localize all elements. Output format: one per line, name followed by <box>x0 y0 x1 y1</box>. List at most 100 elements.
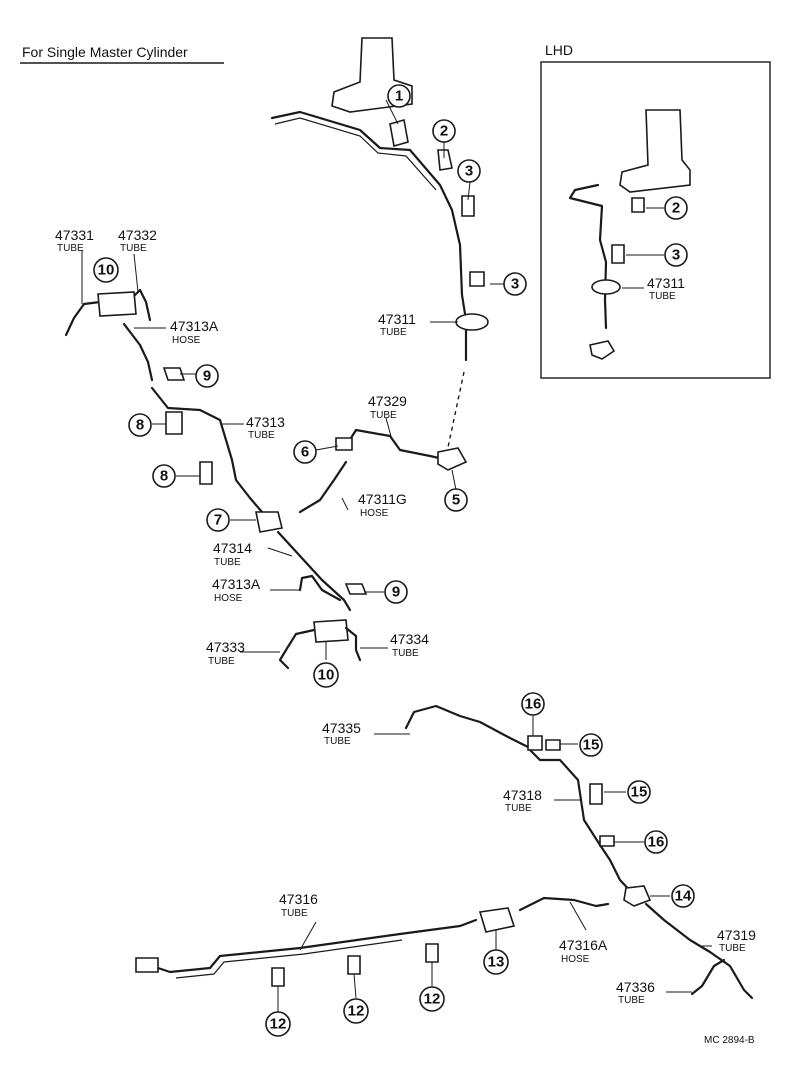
lhd-inset: LHD <box>540 42 771 379</box>
clip-9b-part <box>344 583 368 595</box>
clip-12b-part <box>347 955 361 975</box>
label-47334-num: 47334 <box>390 631 429 647</box>
label-47318-num: 47318 <box>503 787 542 803</box>
lhd-tube-47311 <box>568 183 608 330</box>
label-47311-lhd-num: 47311 <box>647 275 685 291</box>
callout-6: 6 <box>293 440 317 464</box>
junction-10-bottom <box>313 619 349 643</box>
hose-47316A <box>518 896 610 912</box>
svg-text:7: 7 <box>214 512 222 529</box>
clip-12c-part <box>425 943 439 963</box>
callout-12a: 12 <box>265 1011 291 1037</box>
label-47313A-bottom-num: 47313A <box>212 576 261 592</box>
tube-47333 <box>278 628 316 670</box>
inset-title: LHD <box>545 42 573 58</box>
lhd-union <box>589 340 616 360</box>
label-47329-type: TUBE <box>370 410 397 421</box>
callout-9b: 9 <box>384 580 408 604</box>
label-47316-num: 47316 <box>279 891 318 907</box>
svg-text:3: 3 <box>511 276 519 293</box>
svg-text:1: 1 <box>395 88 403 105</box>
svg-text:12: 12 <box>270 1016 287 1033</box>
hose-47313A-top <box>122 322 154 382</box>
label-47335-num: 47335 <box>322 720 361 736</box>
label-47319-num: 47319 <box>717 927 756 943</box>
callout-15b: 15 <box>627 780 651 804</box>
callout-3b: 3 <box>503 272 527 296</box>
three-way-7 <box>255 511 283 533</box>
tube-47335 <box>404 704 532 750</box>
label-47313-type: TUBE <box>248 430 275 441</box>
tube-47314 <box>276 530 352 612</box>
union-rear-left <box>135 957 159 973</box>
svg-text:9: 9 <box>203 368 211 385</box>
drawing-code: MC 2894-B <box>704 1035 755 1046</box>
svg-text:12: 12 <box>424 991 441 1008</box>
label-47329-num: 47329 <box>368 393 407 409</box>
callout-10a: 10 <box>93 257 119 283</box>
tube-47318 <box>528 748 636 897</box>
callout-14: 14 <box>671 884 695 908</box>
joint-14 <box>623 885 652 907</box>
clip-12a-part <box>271 967 285 987</box>
svg-text:3: 3 <box>672 247 680 264</box>
label-47316A-num: 47316A <box>559 937 608 953</box>
callout-12c: 12 <box>419 986 445 1012</box>
label-47311-lhd-type: TUBE <box>649 291 676 302</box>
svg-text:10: 10 <box>318 667 335 684</box>
leader-lines <box>81 99 712 1012</box>
label-47335-type: TUBE <box>324 736 351 747</box>
label-47311-num: 47311 <box>378 311 416 327</box>
svg-text:13: 13 <box>488 954 505 971</box>
svg-text:8: 8 <box>160 468 168 485</box>
label-47336-type: TUBE <box>618 995 645 1006</box>
bracket-8a <box>165 411 183 435</box>
svg-text:16: 16 <box>525 696 542 713</box>
lhd-clip-3 <box>611 244 625 264</box>
clip-9a-part <box>162 367 186 381</box>
bracket-13-part <box>478 907 516 933</box>
tube-47311-inner <box>274 117 437 191</box>
inset-frame <box>540 61 771 379</box>
label-47319-type: TUBE <box>719 943 746 954</box>
callout-15a: 15 <box>579 733 603 757</box>
label-47314-type: TUBE <box>214 557 241 568</box>
hose-47313A-bottom <box>298 574 342 602</box>
tube-47336 <box>690 958 726 996</box>
svg-text:15: 15 <box>583 737 600 754</box>
clip-2-part <box>437 149 453 171</box>
label-47333-type: TUBE <box>208 656 235 667</box>
bracket-8b <box>199 461 213 485</box>
callout-8b: 8 <box>152 464 176 488</box>
svg-text:2: 2 <box>672 200 680 217</box>
svg-text:10: 10 <box>98 262 115 279</box>
callout-9a: 9 <box>195 364 219 388</box>
clip-15a-part <box>545 739 561 751</box>
clip-16b-part <box>599 835 615 847</box>
callout-3a: 3 <box>457 159 481 183</box>
svg-text:14: 14 <box>675 888 692 905</box>
callout-1: 1 <box>387 84 411 108</box>
svg-text:9: 9 <box>392 584 400 601</box>
label-47334-type: TUBE <box>392 648 419 659</box>
callout-7: 7 <box>206 508 230 532</box>
lhd-master-cylinder <box>619 109 691 193</box>
svg-text:3: 3 <box>465 163 473 180</box>
label-47313A-top-num: 47313A <box>170 318 219 334</box>
label-47333-num: 47333 <box>206 639 245 655</box>
label-47313A-bottom-type: HOSE <box>214 593 243 604</box>
callout-3-lhd: 3 <box>664 243 688 267</box>
svg-text:8: 8 <box>136 417 144 434</box>
lhd-clip-2 <box>631 197 645 213</box>
label-47332-type: TUBE <box>120 243 147 254</box>
svg-text:16: 16 <box>648 834 665 851</box>
tube-47316 <box>138 918 478 974</box>
callout-8a: 8 <box>128 413 152 437</box>
callout-13: 13 <box>483 949 509 975</box>
junction-10-top <box>97 291 137 317</box>
label-47331-num: 47331 <box>55 227 94 243</box>
label-47336-num: 47336 <box>616 979 655 995</box>
tube-47311 <box>270 110 468 362</box>
dashed-connection <box>446 371 465 453</box>
